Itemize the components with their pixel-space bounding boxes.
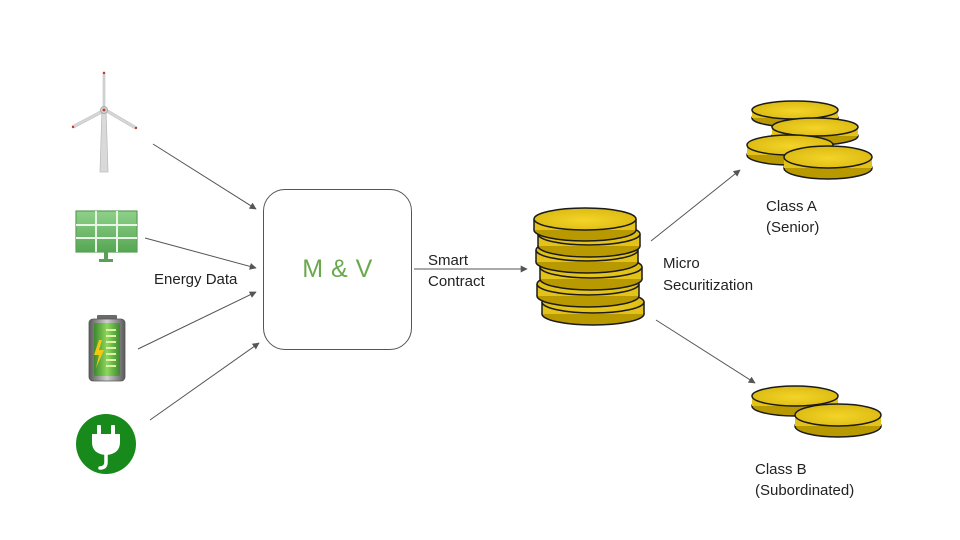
- mv-box: M & V: [263, 189, 412, 350]
- smart-contract-label-line1: Smart: [428, 252, 469, 269]
- smart-contract-label-line2: Contract: [428, 273, 485, 290]
- class-a-sublabel: (Senior): [766, 219, 820, 236]
- class-a-coins-icon: [746, 100, 873, 180]
- energy-data-label: Energy Data: [154, 271, 238, 288]
- coin-stack-icon: [533, 207, 645, 326]
- wind-turbine-icon: [71, 71, 138, 173]
- arrow-solar-to-mv: [144, 237, 257, 270]
- arrow-coins-to-class-a: [650, 169, 741, 242]
- solar-panel-icon: [75, 210, 138, 262]
- class-b-coins-icon: [751, 385, 882, 438]
- arrow-battery-to-mv: [137, 291, 257, 350]
- arrow-wind-to-mv: [152, 143, 257, 210]
- micro-securitization-label-line2: Securitization: [663, 277, 754, 294]
- class-b-label: Class B: [755, 461, 807, 478]
- class-b-sublabel: (Subordinated): [755, 482, 855, 499]
- mv-box-label: M & V: [302, 255, 373, 283]
- micro-securitization-label-line1: Micro: [663, 255, 700, 272]
- arrow-plug-to-mv: [149, 342, 260, 421]
- class-a-label: Class A: [766, 198, 817, 215]
- arrow-coins-to-class-b: [655, 319, 756, 384]
- battery-icon: [88, 315, 126, 382]
- power-plug-icon: [76, 414, 136, 474]
